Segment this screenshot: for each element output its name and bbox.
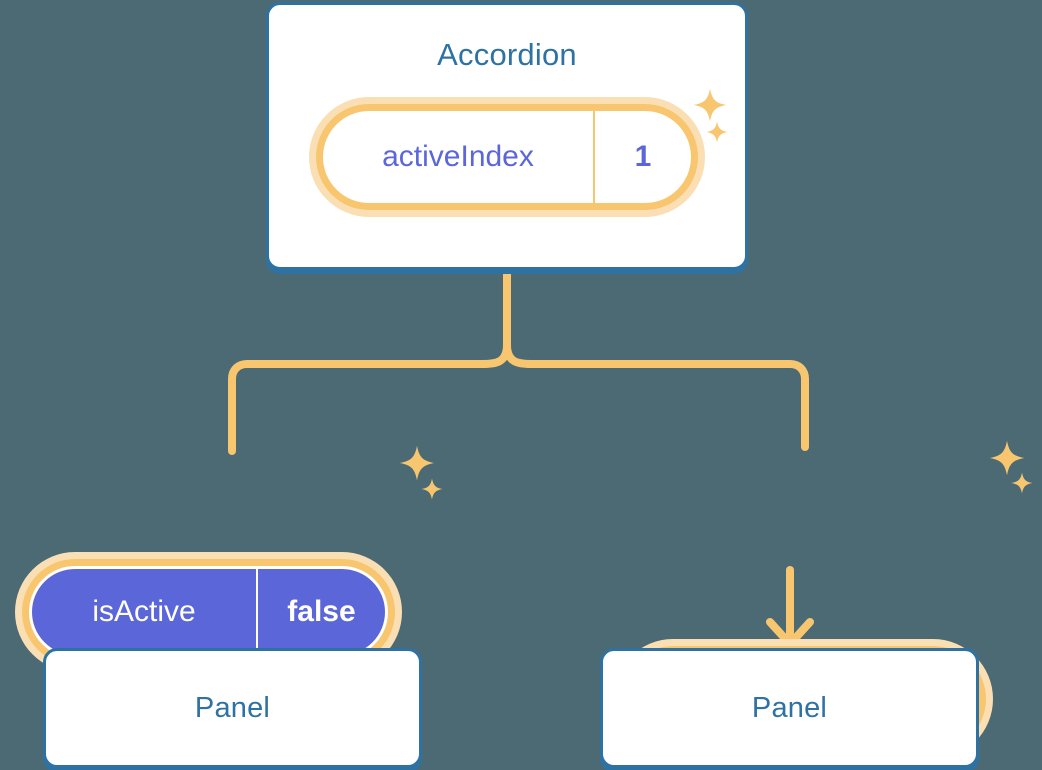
connector-branch-left [228, 341, 511, 455]
state-pill-is-active-false[interactable]: isActive false [29, 566, 388, 658]
connector-branch-right [503, 341, 809, 451]
state-key-label: isActive [32, 569, 258, 655]
panel-card-left[interactable]: Panel [43, 648, 422, 768]
panel-card-right[interactable]: Panel [600, 648, 979, 768]
state-pill-active-index[interactable]: activeIndex 1 [323, 111, 691, 203]
panel-title: Panel [751, 691, 828, 724]
state-value-label: false [287, 595, 356, 628]
arrow-head-right [766, 618, 814, 648]
state-value-label: 1 [634, 140, 652, 173]
state-key-label: activeIndex [323, 111, 595, 203]
panel-title: Panel [194, 691, 271, 724]
accordion-title: Accordion [437, 37, 577, 72]
